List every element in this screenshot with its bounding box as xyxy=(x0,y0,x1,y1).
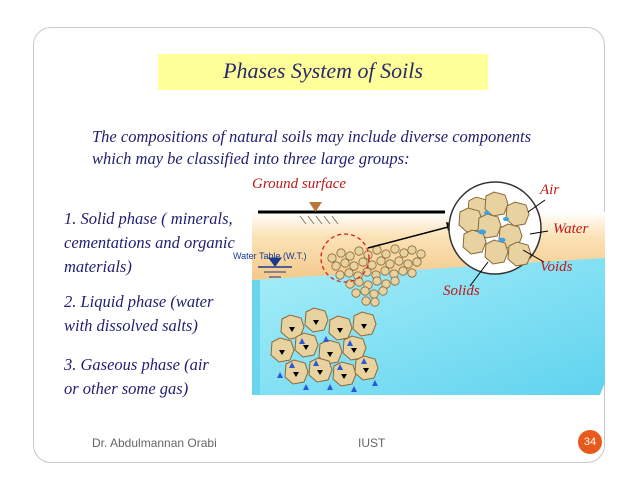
grain-arrows xyxy=(279,320,369,379)
solid-phase-line-2: cementations and organic xyxy=(64,233,235,252)
sample-circle xyxy=(320,233,370,283)
water-table-label: Water Table (W.T.) xyxy=(233,251,307,261)
label-pointers xyxy=(469,199,549,287)
liquid-phase-line-1: 2. Liquid phase (water xyxy=(64,292,214,311)
page-number-badge: 34 xyxy=(578,430,602,454)
left-water-edge xyxy=(252,280,260,395)
liquid-phase-text: 2. Liquid phase (water with dissolved sa… xyxy=(64,290,213,338)
zoom-arrow xyxy=(367,225,453,249)
title-highlight xyxy=(158,54,488,90)
solids-label: Solids xyxy=(443,283,480,299)
ground-surface-marker xyxy=(309,202,322,212)
water-layer xyxy=(252,258,605,395)
air-label: Air xyxy=(540,182,560,198)
solid-phase-line-3: materials) xyxy=(64,257,132,276)
gas-phase-text: 3. Gaseous phase (air or other some gas) xyxy=(64,353,209,401)
slide-title: Phases System of Soils xyxy=(223,58,423,83)
ground-surface-label: Ground surface xyxy=(252,176,347,192)
liquid-phase-line-2: with dissolved salts) xyxy=(64,316,198,335)
footer-author: Dr. Abdulmannan Orabi xyxy=(92,436,217,450)
solid-phase-line-1: 1. Solid phase ( minerals, xyxy=(64,209,233,228)
gas-phase-line-1: 3. Gaseous phase (air xyxy=(64,355,209,374)
intro-text: The compositions of natural soils may in… xyxy=(92,126,592,170)
water-label: Water xyxy=(553,221,589,237)
voids-label: Voids xyxy=(540,259,573,275)
water-films xyxy=(478,211,509,243)
submerged-grains xyxy=(270,307,379,387)
water-table-symbol xyxy=(258,257,292,278)
gas-phase-line-2: or other some gas) xyxy=(64,379,189,398)
intro-line-1: The compositions of natural soils may in… xyxy=(92,127,532,146)
surface-hatch xyxy=(299,215,339,225)
solid-phase-text: 1. Solid phase ( minerals, cementations … xyxy=(64,207,235,279)
footer-institution: IUST xyxy=(358,436,386,450)
pressure-arrows xyxy=(277,336,378,392)
intro-line-2: which may be classified into three large… xyxy=(92,149,410,168)
